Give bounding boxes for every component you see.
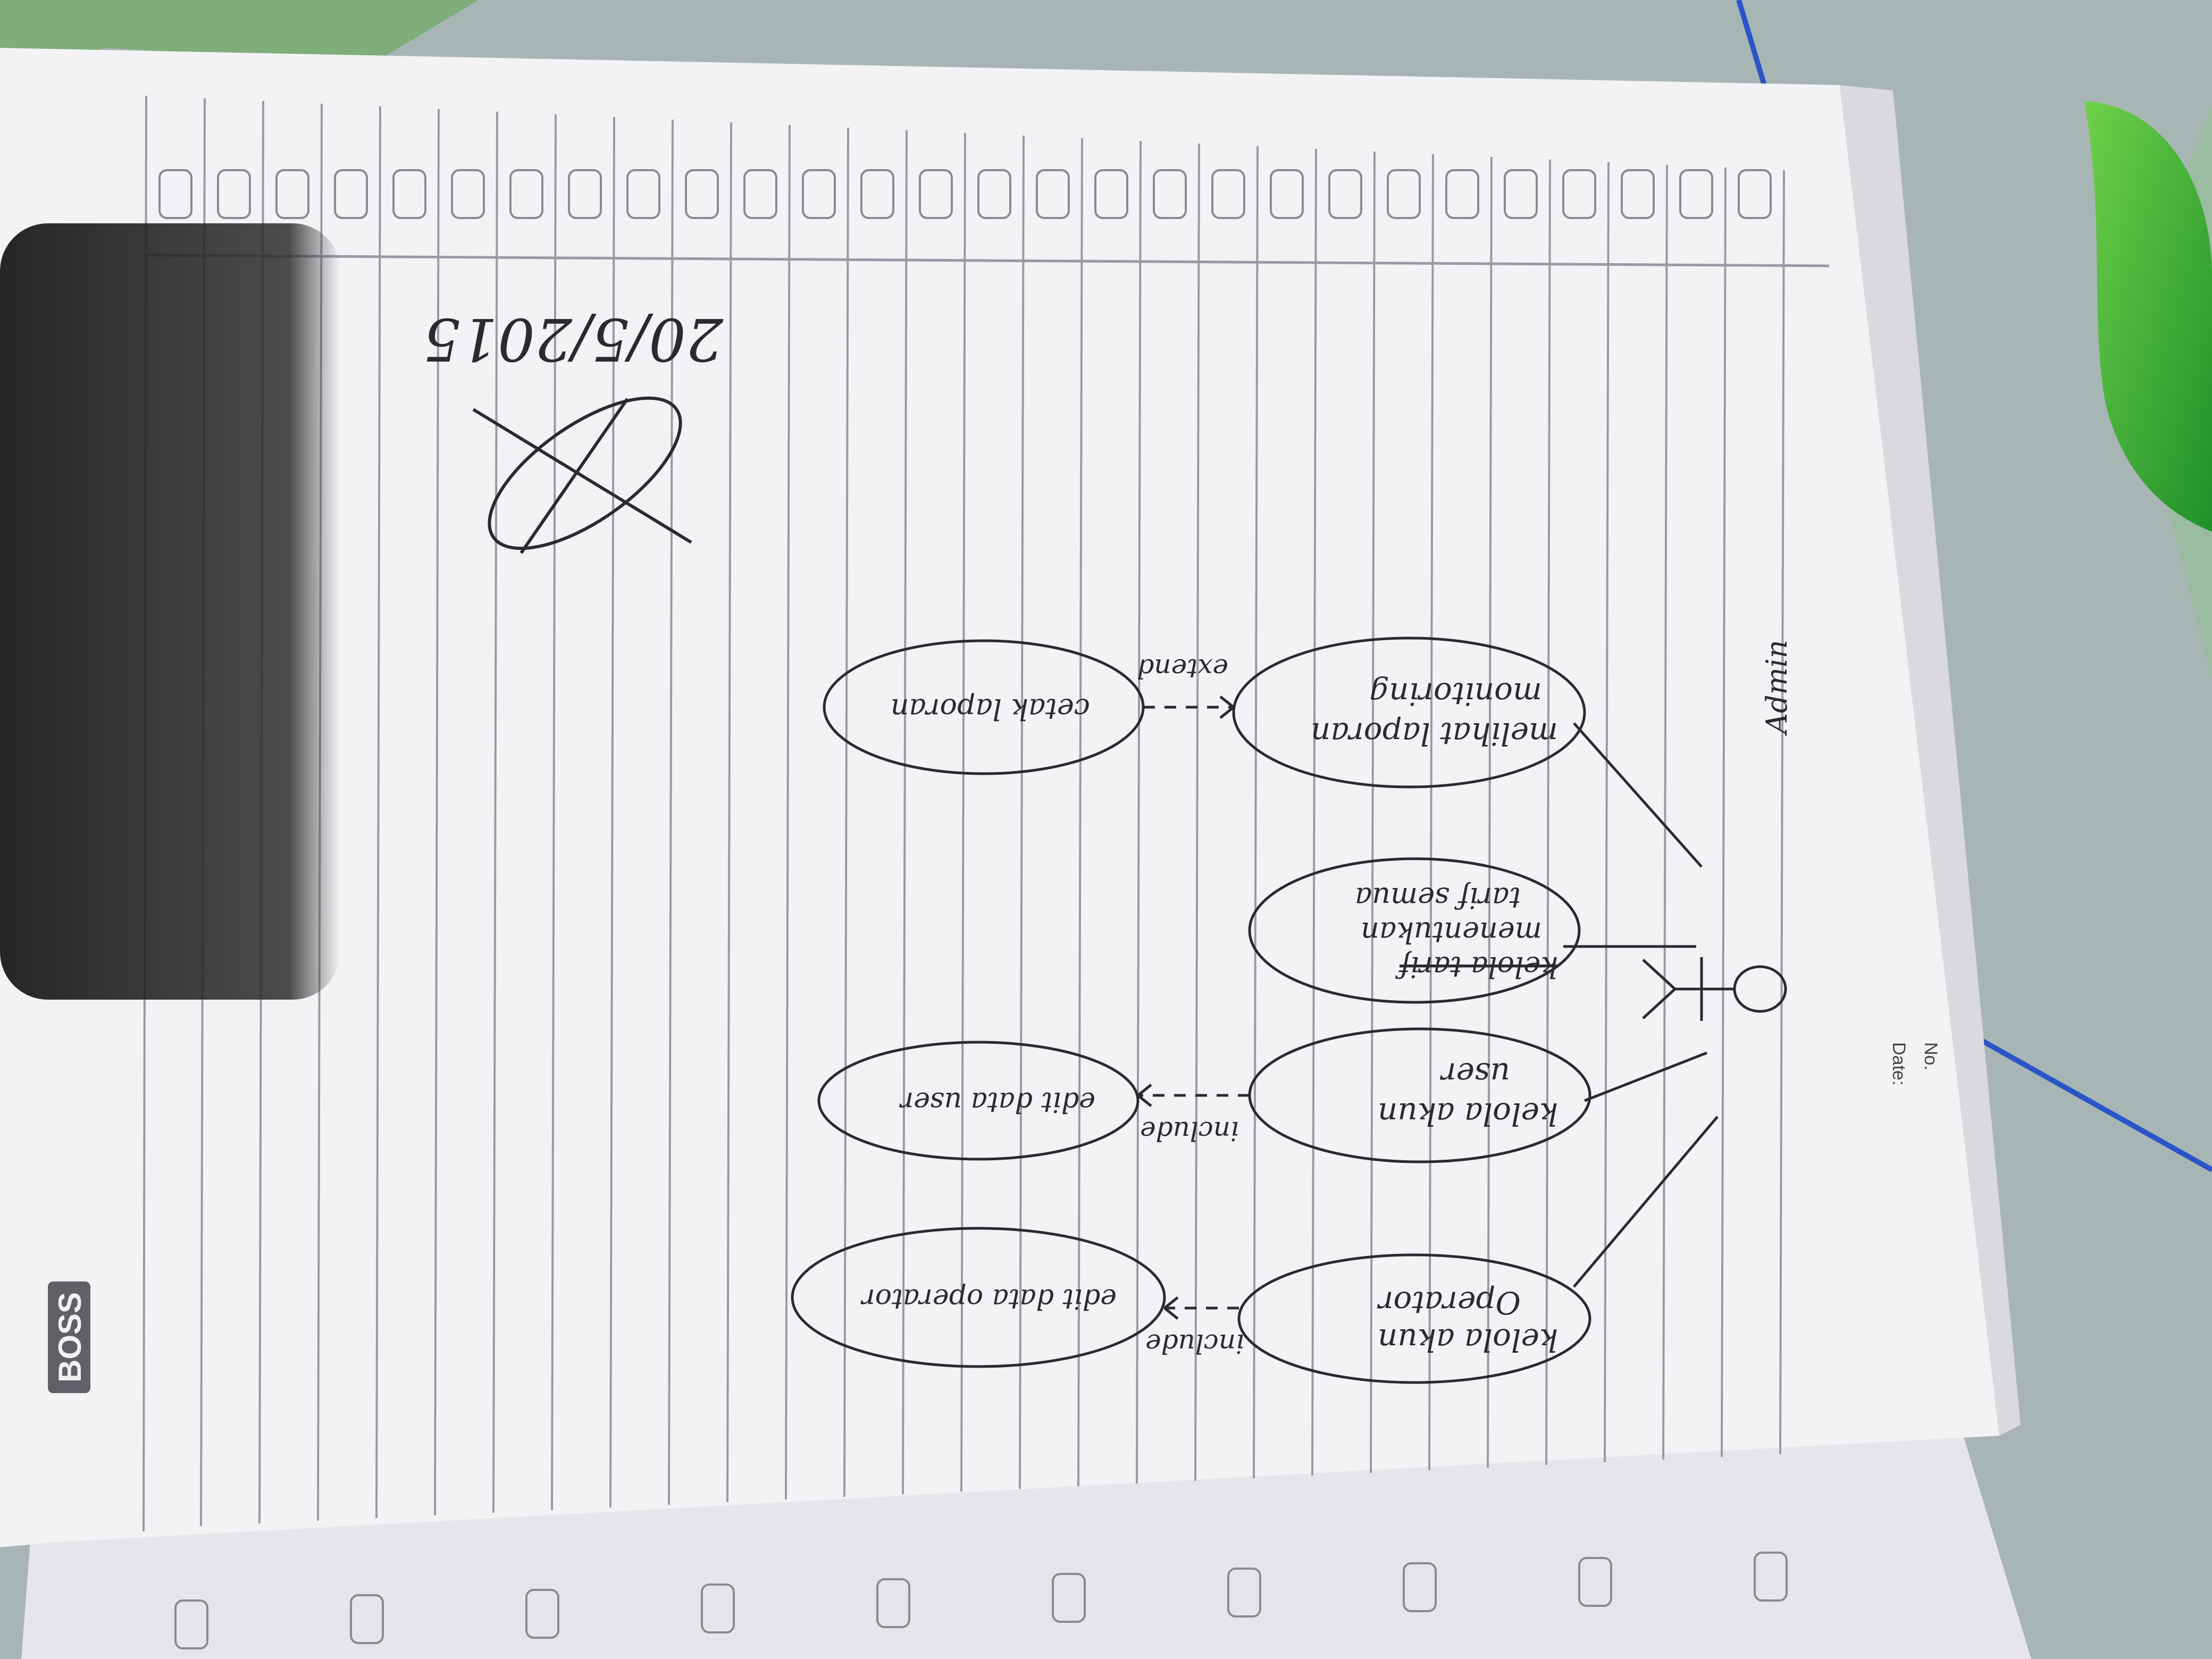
use-case-kelola-operator-line2: Operator xyxy=(1377,1285,1521,1321)
association-line-4 xyxy=(1573,722,1703,868)
use-case-edit-user-label: edit data user xyxy=(899,1086,1095,1118)
use-case-laporan-line2: monitoring xyxy=(1369,676,1542,712)
use-case-tarif-line3: tarif semua xyxy=(1355,881,1521,915)
brand-logo-text: BOSS xyxy=(52,1292,88,1382)
association-line-2 xyxy=(1584,1051,1707,1102)
signature-date: 20/5/2015 xyxy=(423,305,724,373)
use-case-tarif-line2: menentukan xyxy=(1361,916,1542,949)
association-line-1 xyxy=(1573,1116,1719,1288)
hand-shadow xyxy=(0,223,340,1000)
signature-stroke xyxy=(472,398,692,554)
signature-block: 20/5/2015 xyxy=(423,305,724,554)
use-case-tarif-line1: kelola tarif xyxy=(1395,950,1558,984)
brand-logo xyxy=(48,1281,90,1393)
signature-loop xyxy=(488,396,682,550)
checkbox-row xyxy=(158,169,1772,219)
use-case-cetak-laporan-label: cetak laporan xyxy=(891,692,1090,726)
include-label-2: include xyxy=(1140,1116,1239,1146)
use-case-tarif xyxy=(1248,857,1581,1004)
use-case-edit-user xyxy=(817,1041,1139,1161)
use-case-diagram: Admin kelola akun Operator kelola akun u… xyxy=(791,636,1794,1384)
actor-stick-figure xyxy=(1642,957,1787,1021)
header-no-label: No. xyxy=(1921,1042,1941,1070)
use-case-edit-operator xyxy=(791,1227,1166,1368)
use-case-kelola-operator xyxy=(1237,1253,1591,1384)
include-label-1: include xyxy=(1145,1328,1244,1359)
header-date-label: Date: xyxy=(1889,1042,1909,1085)
use-case-kelola-operator-line1: kelola akun xyxy=(1378,1322,1558,1358)
checkbox-row-lower-page xyxy=(174,1552,1788,1649)
extend-label: extend xyxy=(1137,653,1228,684)
use-case-edit-operator-label: edit data operator xyxy=(860,1283,1117,1314)
green-leaf xyxy=(2084,101,2212,532)
notebook xyxy=(0,48,2031,1659)
use-case-laporan-line1: melihat laporan xyxy=(1311,716,1558,752)
use-case-laporan xyxy=(1232,636,1586,789)
use-case-kelola-user-line2: user xyxy=(1440,1056,1510,1092)
use-case-kelola-user-line1: kelola akun xyxy=(1378,1096,1558,1132)
actor-label: Admin xyxy=(1760,640,1794,736)
